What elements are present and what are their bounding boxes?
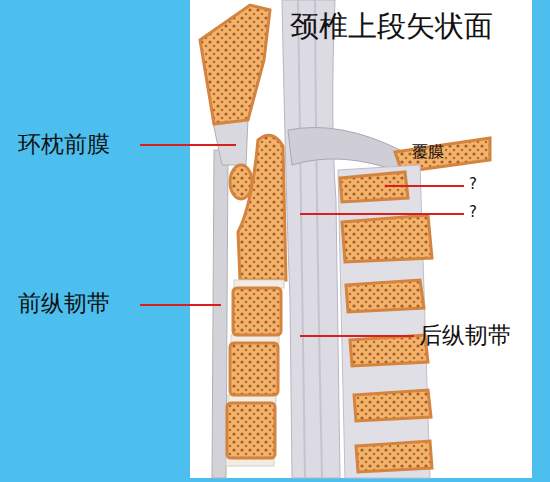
part-label: 环枕前膜: [18, 131, 110, 157]
leader-lines: [140, 145, 464, 336]
unknown-marker: ?: [469, 176, 477, 193]
figure-title: 颈椎上段矢状面: [290, 10, 493, 43]
part-label: 前纵韧带: [18, 290, 110, 316]
unknown-marker: ?: [469, 204, 477, 221]
part-label: 后纵韧带: [419, 322, 511, 348]
part-label: 覆膜: [412, 143, 444, 161]
white-panel: [190, 0, 532, 478]
